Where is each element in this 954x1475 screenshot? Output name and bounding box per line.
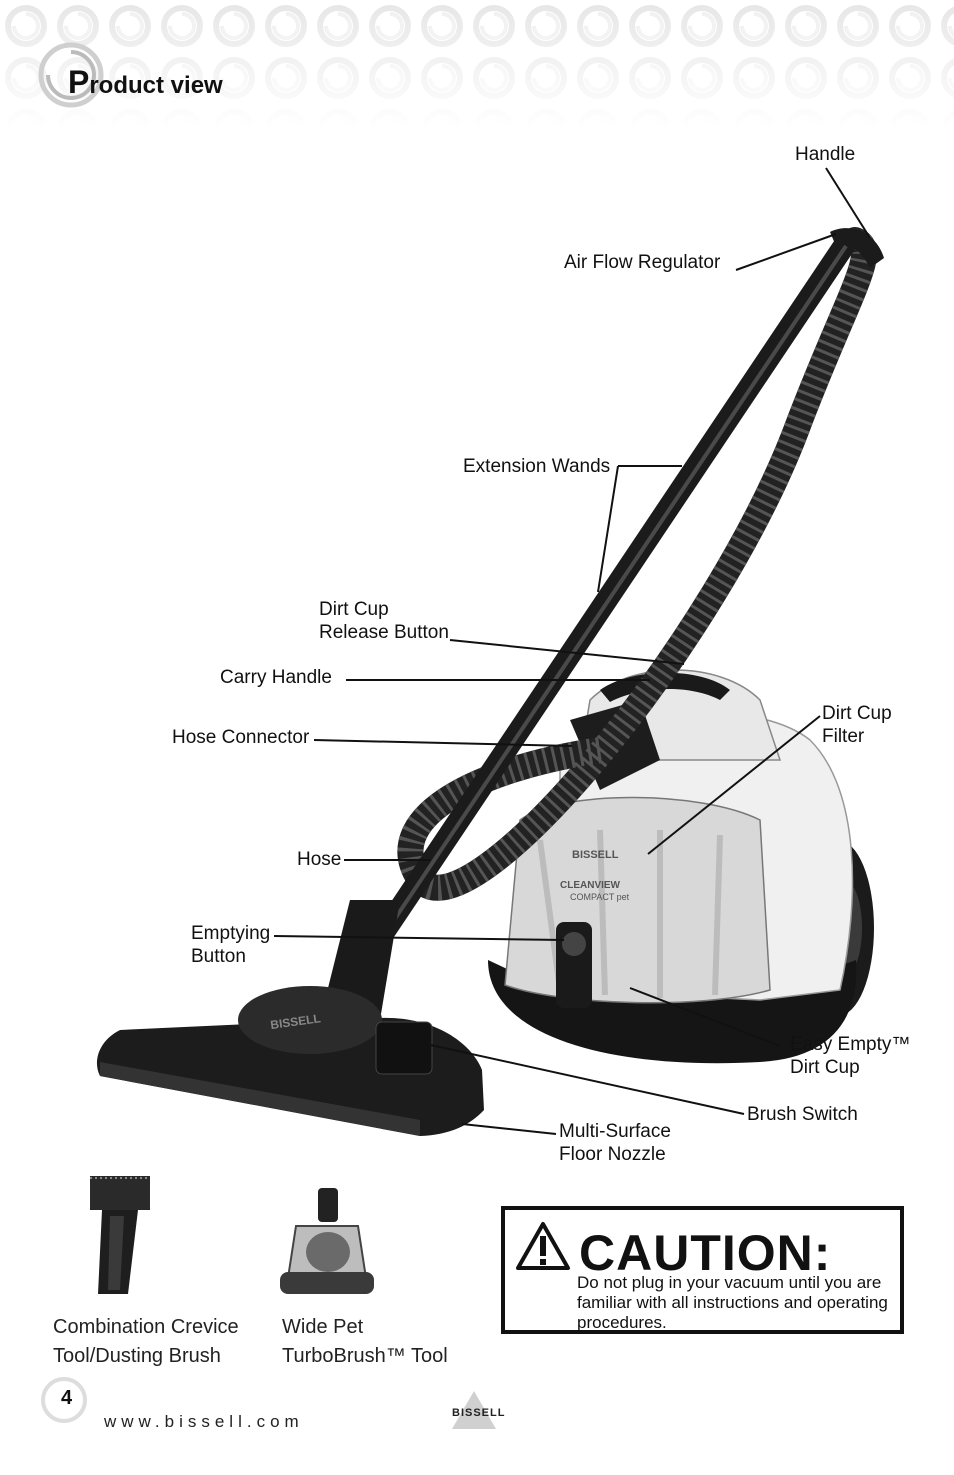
accessory-line: TurboBrush™ Tool	[282, 1345, 448, 1367]
label-line: Dirt Cup	[822, 703, 892, 724]
turbobrush-tool-image	[280, 1188, 374, 1294]
label-line: Filter	[822, 726, 865, 747]
vacuum-illustration: BISSELL CLEANVIEW COMPACT pet BISSELL	[96, 167, 884, 1136]
caution-heading: CAUTION:	[579, 1225, 832, 1281]
label-hose: Hose	[297, 849, 342, 870]
label-line: Release Button	[319, 622, 449, 643]
label-easy-empty-dirt-cup: Easy Empty™ Dirt Cup	[790, 1033, 910, 1079]
label-emptying-button: Emptying Button	[191, 922, 270, 968]
label-line: Button	[191, 946, 246, 967]
label-air-flow-regulator: Air Flow Regulator	[564, 252, 721, 273]
cup-model-text-2: COMPACT pet	[570, 892, 630, 902]
accessory-line: Tool/Dusting Brush	[53, 1345, 221, 1367]
leader-lines	[273, 167, 871, 1135]
cup-brand-text: BISSELL	[572, 849, 619, 861]
nozzle-brand-text: BISSELL	[269, 1011, 321, 1032]
accessory-label-crevice-tool: Combination Crevice Tool/Dusting Brush	[53, 1313, 239, 1371]
label-line: Emptying	[191, 923, 271, 944]
bissell-logo-icon	[452, 1391, 496, 1429]
label-handle: Handle	[795, 144, 856, 165]
brush-switch-shape	[375, 1021, 433, 1075]
cup-model-text-1: CLEANVIEW	[560, 880, 621, 891]
title-swirl-icon	[38, 42, 104, 108]
label-dirt-cup-filter: Dirt Cup Filter	[822, 702, 892, 748]
label-brush-switch: Brush Switch	[747, 1104, 858, 1125]
warning-triangle-icon	[516, 1222, 570, 1270]
label-carry-handle: Carry Handle	[220, 667, 332, 688]
title-rest: roduct view	[89, 72, 223, 99]
label-dirt-cup-release-button: Dirt Cup Release Button	[319, 598, 449, 644]
label-extension-wands: Extension Wands	[463, 456, 611, 477]
website-url: www.bissell.com	[104, 1412, 304, 1431]
header-pattern	[0, 0, 954, 128]
label-line: Dirt Cup	[319, 599, 389, 620]
caution-message: Do not plug in your vacuum until you are…	[577, 1273, 888, 1332]
accessory-line: Combination Crevice	[53, 1316, 239, 1338]
crevice-tool-image	[90, 1176, 150, 1294]
handle-grip	[830, 228, 884, 268]
label-multi-surface-floor-nozzle: Multi-Surface Floor Nozzle	[559, 1120, 671, 1166]
accessory-line: Wide Pet	[282, 1316, 364, 1338]
accessory-label-turbobrush: Wide Pet TurboBrush™ Tool	[282, 1313, 448, 1371]
page-number: 4	[61, 1387, 73, 1409]
label-line: Floor Nozzle	[559, 1144, 666, 1165]
label-line: Easy Empty™	[790, 1034, 911, 1055]
caution-box: CAUTION: Do not plug in your vacuum unti…	[501, 1206, 904, 1334]
label-line: Dirt Cup	[790, 1057, 860, 1078]
footer-logo-text: BISSELL	[452, 1407, 506, 1419]
title-initial: P	[68, 64, 90, 100]
page-number-badge	[41, 1377, 87, 1423]
label-line: Multi-Surface	[559, 1121, 671, 1142]
label-hose-connector: Hose Connector	[172, 727, 310, 748]
footer-logo: BISSELL	[446, 1389, 516, 1431]
